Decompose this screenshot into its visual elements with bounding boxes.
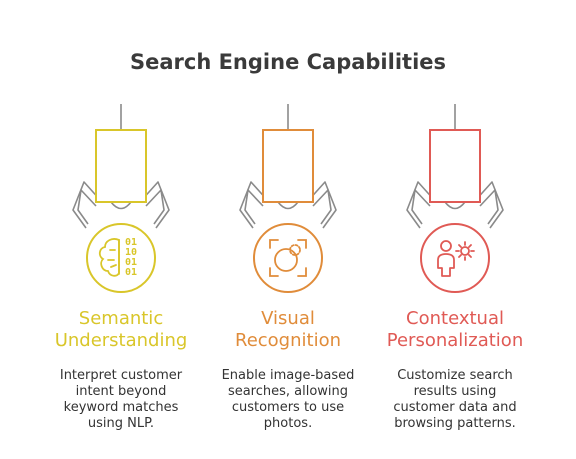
user-gear-icon (437, 240, 475, 277)
binary-text: 01 (125, 237, 137, 248)
binary-text: 10 (125, 247, 137, 258)
claw-illustration (239, 104, 337, 293)
image-focus-icon (269, 239, 307, 277)
card-heading: Semantic Understanding (54, 308, 188, 351)
card-contextual-personalization: Contextual Personalization Customize sea… (360, 100, 550, 459)
claw-illustration: 01 10 01 01 (72, 104, 170, 293)
binary-text: 01 (125, 267, 137, 278)
icon-circle (420, 223, 490, 293)
icon-circle (86, 223, 156, 293)
card-visual-recognition: Visual Recognition Enable image-based se… (193, 100, 383, 459)
card-heading: Contextual Personalization (386, 308, 524, 351)
brain-binary-icon (98, 238, 120, 277)
page-title: Search Engine Capabilities (129, 50, 447, 74)
gripper-block (95, 129, 147, 203)
card-semantic-understanding: 01 10 01 01 Semantic Understanding Inter… (26, 100, 216, 459)
binary-text: 01 (125, 257, 137, 268)
card-heading: Visual Recognition (235, 308, 341, 351)
card-description: Customize search results using customer … (393, 368, 517, 431)
card-description: Enable image-based searches, allowing cu… (221, 368, 355, 431)
gripper-block (262, 129, 314, 203)
card-description: Interpret customer intent beyond keyword… (59, 368, 183, 431)
icon-circle (253, 223, 323, 293)
gripper-block (429, 129, 481, 203)
claw-illustration (406, 104, 504, 293)
